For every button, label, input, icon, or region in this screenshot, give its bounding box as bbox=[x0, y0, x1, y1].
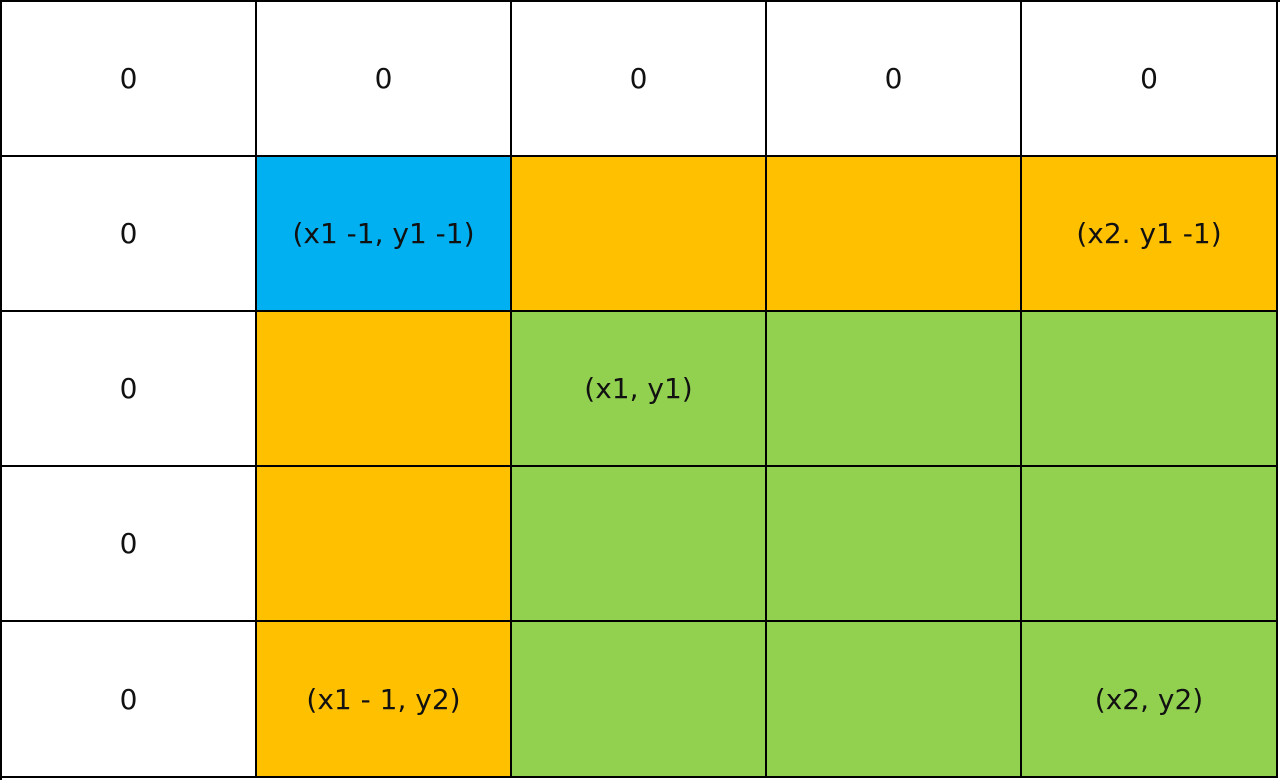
grid-cell: 0 bbox=[767, 2, 1022, 157]
grid-cell bbox=[512, 157, 767, 312]
grid-cell: 0 bbox=[2, 157, 257, 312]
grid-cell bbox=[767, 622, 1022, 778]
grid-cell: (x2, y2) bbox=[1022, 622, 1278, 778]
grid-cell: (x1, y1) bbox=[512, 312, 767, 467]
grid-cell bbox=[257, 467, 512, 622]
grid-cell: 0 bbox=[2, 622, 257, 778]
grid-cell: 0 bbox=[2, 467, 257, 622]
grid-cell: 0 bbox=[257, 2, 512, 157]
grid-cell: 0 bbox=[2, 2, 257, 157]
grid-cell bbox=[767, 312, 1022, 467]
grid-cell bbox=[767, 157, 1022, 312]
grid-cell bbox=[1022, 312, 1278, 467]
grid-cell bbox=[1022, 467, 1278, 622]
grid-cell bbox=[257, 312, 512, 467]
grid-cell: 0 bbox=[2, 312, 257, 467]
grid-cell: (x1 -1, y1 -1) bbox=[257, 157, 512, 312]
grid-cell: (x2. y1 -1) bbox=[1022, 157, 1278, 312]
grid-cell bbox=[512, 467, 767, 622]
grid-cell: (x1 - 1, y2) bbox=[257, 622, 512, 778]
grid-cell: 0 bbox=[1022, 2, 1278, 157]
grid-cell: 0 bbox=[512, 2, 767, 157]
grid-cell bbox=[767, 467, 1022, 622]
grid-cell bbox=[512, 622, 767, 778]
